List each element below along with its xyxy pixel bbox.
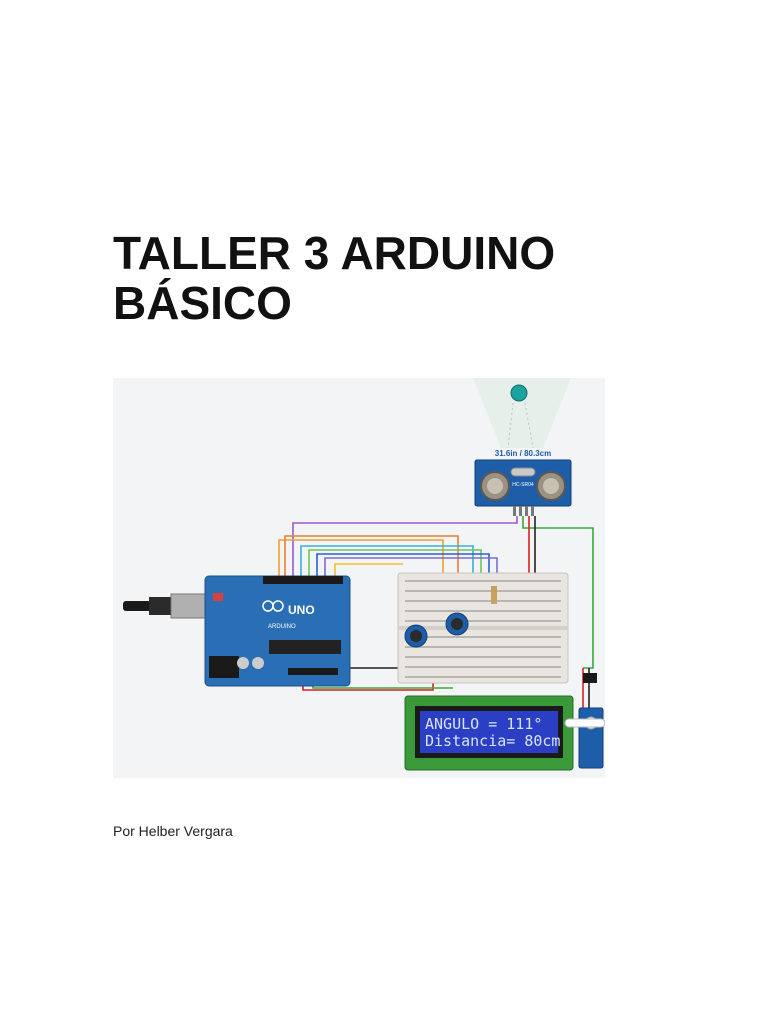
- board-brand: ARDUINO: [268, 624, 296, 630]
- title-line-1: TALLER 3 ARDUINO: [113, 227, 556, 279]
- lcd-line-1: ANGULO = 111°: [425, 715, 542, 733]
- document-title: TALLER 3 ARDUINO BÁSICO: [113, 228, 555, 328]
- sensor-reading: 31.6in / 80.3cm: [495, 449, 551, 458]
- target-object: [510, 384, 528, 402]
- title-line-2: BÁSICO: [113, 277, 292, 329]
- sensor-model-label: HC-SR04: [512, 482, 534, 488]
- arduino-uno-board: UNO ARDUINO: [204, 575, 351, 687]
- lcd-module: ANGULO = 111° Distancia= 80cm: [404, 695, 574, 771]
- breadboard: [397, 572, 569, 684]
- ultrasonic-sensor: HC-SR04: [474, 459, 572, 516]
- usb-cable: [123, 593, 212, 619]
- circuit-illustration: HC-SR04 31.6in / 80.3cm: [113, 378, 605, 778]
- breadboard-holes: [405, 580, 561, 678]
- lcd-line-2: Distancia= 80cm: [425, 732, 560, 750]
- board-label: UNO: [288, 603, 315, 617]
- author-credit: Por Helber Vergara: [113, 823, 233, 839]
- servo-motor: [564, 673, 605, 769]
- sensor-detection-cone: [473, 378, 571, 448]
